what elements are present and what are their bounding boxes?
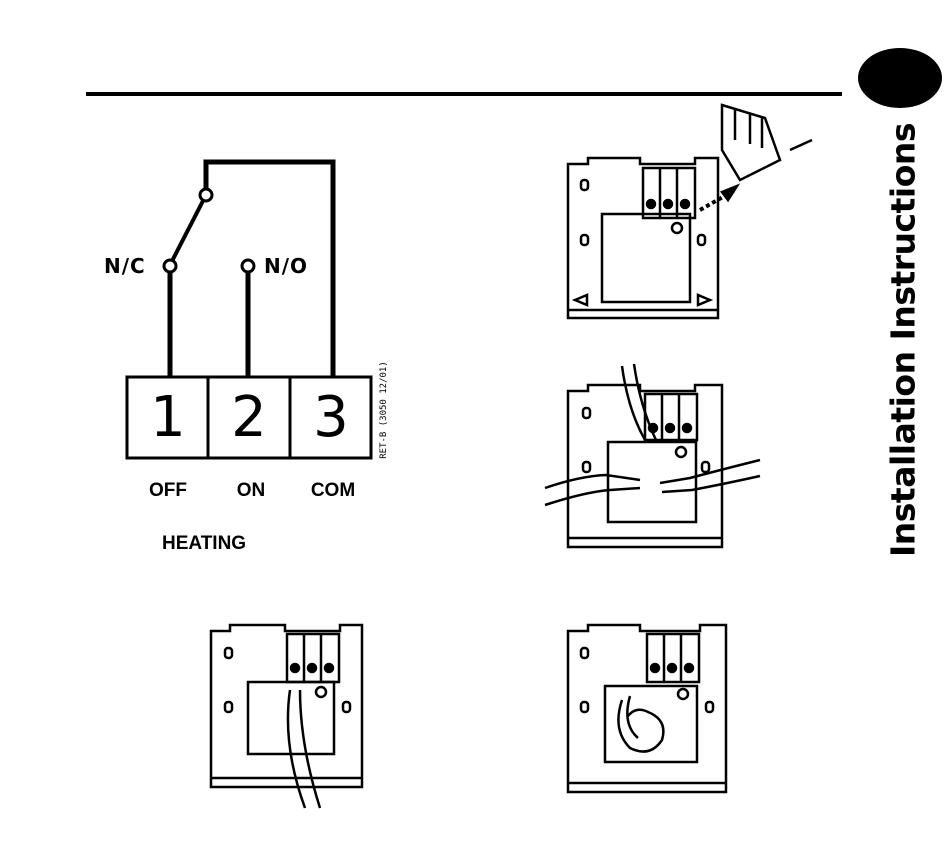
backplate-illustration-3 xyxy=(211,625,362,808)
terminal-2-label: ON xyxy=(211,480,291,502)
terminal-1-label: OFF xyxy=(128,480,208,502)
no-contact xyxy=(242,260,254,272)
nc-contact xyxy=(164,260,176,272)
no-label: N/O xyxy=(264,254,308,278)
reference-code: RET-B (3050 12/01) xyxy=(379,361,389,459)
terminal-3-label: COM xyxy=(293,480,373,502)
backplate-illustration-1 xyxy=(568,105,812,318)
page-tab xyxy=(858,48,942,108)
heating-label: HEATING xyxy=(162,533,246,555)
page-title: Installation Instructions xyxy=(881,140,925,540)
backplate-illustration-2 xyxy=(545,364,760,547)
nc-label: N/C xyxy=(104,254,146,278)
terminal-3-number: 3 xyxy=(291,385,371,450)
switch-arm xyxy=(170,195,206,265)
backplate-illustration-4 xyxy=(568,625,726,792)
page-title-text: Installation Instructions xyxy=(884,123,923,557)
terminal-2-number: 2 xyxy=(209,385,289,450)
switch-pivot xyxy=(200,189,212,201)
terminal-1-number: 1 xyxy=(128,385,208,450)
